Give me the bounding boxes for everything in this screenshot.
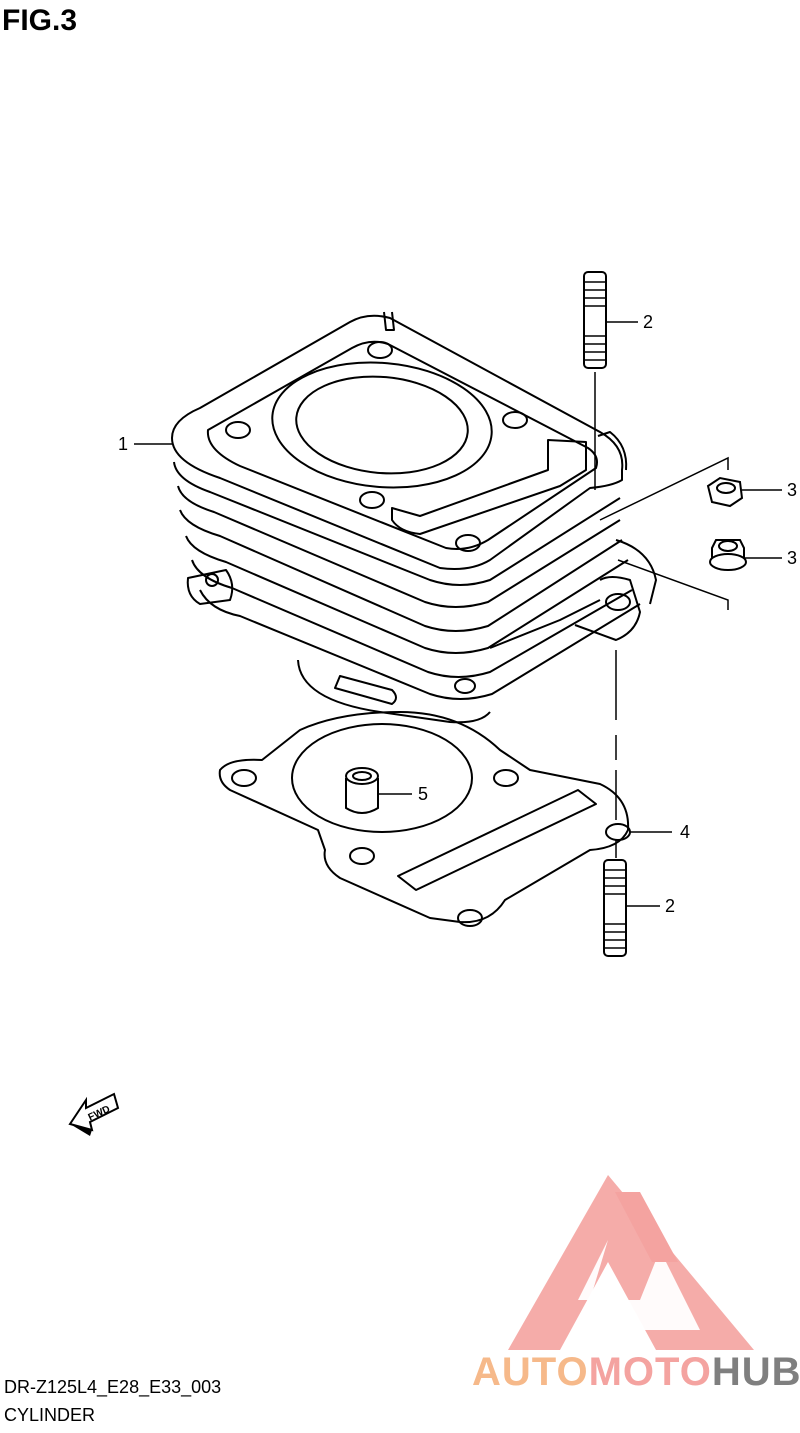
assembly-lines bbox=[594, 372, 729, 858]
cylinder-part-1 bbox=[171, 311, 657, 724]
fwd-arrow-icon: FWD bbox=[68, 1092, 120, 1136]
callout-5: 5 bbox=[418, 784, 428, 804]
callout-2-lower: 2 bbox=[665, 896, 675, 916]
stud-bolt-upper-part-2 bbox=[583, 271, 607, 369]
diagram-code: DR-Z125L4_E28_E33_003 bbox=[4, 1377, 222, 1397]
dowel-pin-part-5 bbox=[345, 767, 379, 814]
callout-3-lower: 3 bbox=[787, 548, 797, 568]
watermark-part-auto: AUTO bbox=[472, 1350, 589, 1394]
stud-bolt-lower-part-2 bbox=[603, 859, 627, 957]
figure-title: FIG.3 bbox=[2, 4, 78, 37]
callout-3-upper: 3 bbox=[787, 480, 797, 500]
nut-lower-part-3 bbox=[709, 539, 747, 571]
cylinder-gasket-part-4 bbox=[218, 711, 631, 927]
watermark-part-hub: HUB bbox=[711, 1350, 800, 1394]
watermark-part-moto: MOTO bbox=[588, 1350, 712, 1394]
callout-4: 4 bbox=[680, 822, 690, 842]
callout-1: 1 bbox=[118, 434, 128, 454]
nut-upper-part-3 bbox=[706, 476, 744, 508]
automotohub-logo-mark bbox=[508, 1175, 754, 1350]
automotohub-watermark: AUTOMOTOHUB bbox=[472, 1350, 800, 1395]
callout-2-upper: 2 bbox=[643, 312, 653, 332]
leader-lines bbox=[134, 321, 782, 907]
diagram-caption: CYLINDER bbox=[4, 1405, 96, 1425]
